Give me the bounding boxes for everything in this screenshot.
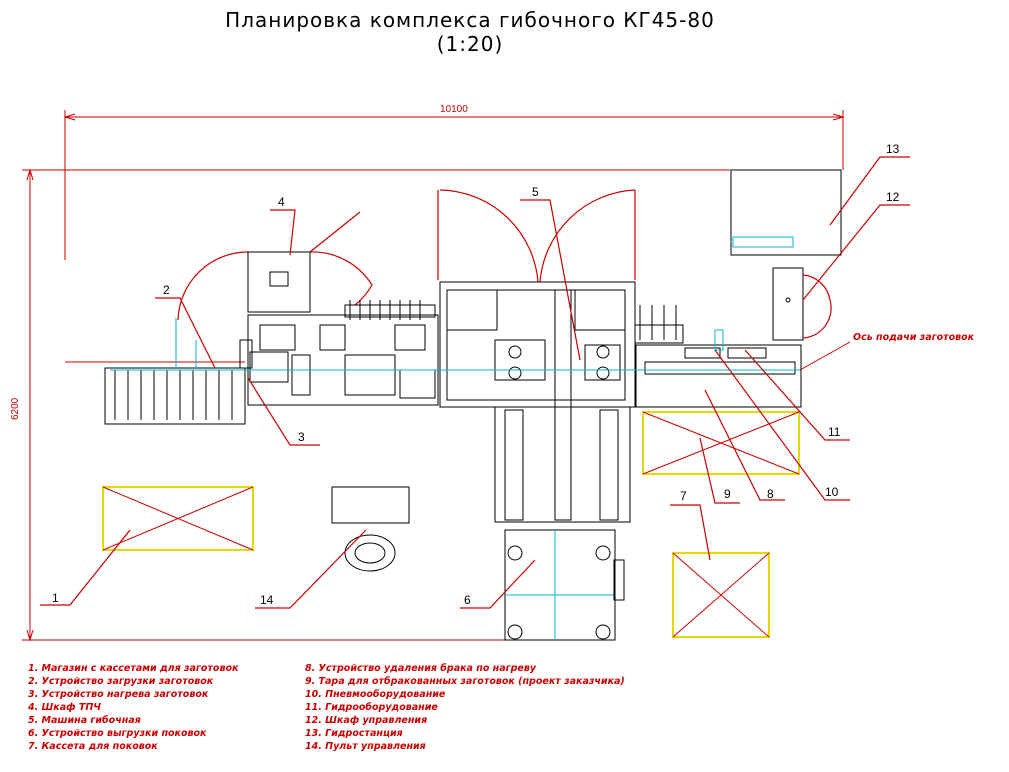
- callout-leaders: [40, 156, 910, 609]
- legend-right: 8. Устройство удаления брака по нагреву …: [305, 662, 625, 753]
- legend-item: 12. Шкаф управления: [305, 715, 428, 726]
- legend-item: 6. Устройство выгрузки поковок: [28, 728, 207, 739]
- reject-container-area: [642, 411, 800, 475]
- width-dimension-label: 10100: [440, 104, 468, 115]
- control-cabinet: [772, 267, 804, 341]
- legend-item: 2. Устройство загрузки заготовок: [28, 676, 214, 687]
- forging-cassette-area: [672, 552, 770, 638]
- control-console: [331, 486, 410, 572]
- callout-1: 1: [52, 591, 59, 605]
- callout-11: 11: [828, 425, 841, 439]
- callout-4: 4: [278, 195, 285, 209]
- door-swing-machine: [437, 189, 636, 283]
- callout-14: 14: [260, 593, 274, 607]
- callout-13: 13: [886, 142, 900, 156]
- legend-item: 4. Шкаф ТПЧ: [28, 702, 101, 713]
- callout-7: 7: [680, 489, 687, 503]
- tpch-cabinet: [247, 251, 311, 313]
- legend-item: 7. Кассета для поковок: [28, 741, 158, 752]
- callout-2: 2: [163, 283, 170, 297]
- legend-left: 1. Магазин с кассетами для заготовок 2. …: [28, 662, 238, 753]
- callout-6: 6: [464, 593, 471, 607]
- height-dimension-label: 6200: [10, 397, 21, 420]
- door-swing-cabinet: [177, 211, 373, 321]
- hydraulic-station: [730, 169, 842, 256]
- legend-item: 5. Машина гибочная: [28, 715, 141, 726]
- legend-item: 14. Пульт управления: [305, 741, 426, 752]
- drawing-title: Планировка комплекса гибочного КГ45-80: [225, 8, 715, 32]
- callout-3: 3: [298, 430, 305, 444]
- legend-item: 3. Устройство нагрева заготовок: [28, 689, 209, 700]
- legend-item: 11. Гидрооборудование: [305, 702, 438, 713]
- legend-item: 13. Гидростанция: [305, 728, 403, 739]
- drawing-scale: (1:20): [436, 32, 504, 56]
- callout-8: 8: [767, 487, 774, 501]
- height-dimension: [22, 168, 730, 642]
- callout-5: 5: [532, 185, 539, 199]
- door-swing-control-cabinet: [802, 274, 832, 339]
- feed-axis-label: Ось подачи заготовок: [853, 332, 975, 343]
- bending-machine: [439, 281, 636, 523]
- legend-item: 8. Устройство удаления брака по нагреву: [305, 663, 537, 674]
- callout-10: 10: [825, 485, 839, 499]
- callout-9: 9: [724, 487, 731, 501]
- loading-device: [104, 318, 246, 425]
- unloading-device: [504, 529, 625, 641]
- heating-device: [239, 300, 439, 406]
- legend-item: 10. Пневмооборудование: [305, 689, 446, 700]
- callout-12: 12: [886, 190, 900, 204]
- legend-item: 9. Тара для отбракованных заготовок (про…: [305, 676, 625, 687]
- feed-axis-base: [65, 341, 851, 371]
- width-dimension: [63, 110, 845, 260]
- cassette-magazine-area: [102, 486, 254, 551]
- legend-item: 1. Магазин с кассетами для заготовок: [28, 663, 239, 674]
- reject-removal-device: [634, 305, 802, 408]
